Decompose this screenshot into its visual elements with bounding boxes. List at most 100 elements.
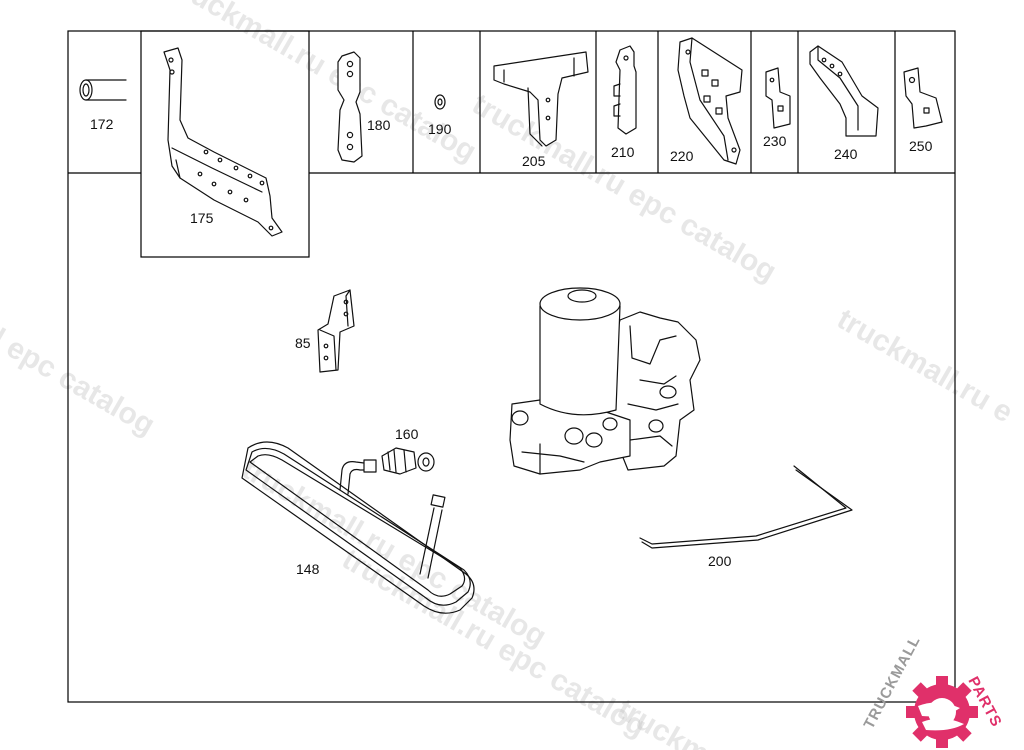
washer-inner — [437, 98, 443, 106]
coil-loop — [245, 447, 471, 606]
bracket-85-fold — [319, 289, 351, 371]
part-220-mount-plate[interactable] — [677, 37, 743, 165]
part-172-sleeve[interactable] — [79, 79, 127, 101]
part-label-160[interactable]: 160 — [395, 426, 419, 442]
base-port — [585, 432, 603, 448]
fitting-bore — [422, 457, 430, 467]
bracket-hole — [169, 69, 175, 75]
dryer-cartridge-body — [539, 305, 621, 416]
watermark-text: truckmall.ru epc catalog — [237, 452, 552, 653]
bracket-hole — [233, 165, 239, 171]
strap-tab — [613, 83, 621, 117]
coil-outlet — [339, 461, 373, 491]
base-port — [602, 417, 618, 431]
angle-bracket-outline — [809, 45, 879, 137]
z-bracket-slot — [923, 107, 930, 114]
part-240-angle-bracket[interactable] — [809, 45, 879, 137]
part-label-148[interactable]: 148 — [296, 561, 320, 577]
part-210-strap[interactable] — [613, 45, 637, 135]
small-bracket-outline — [765, 67, 791, 129]
part-175-bracket[interactable] — [163, 47, 283, 237]
fitting-body — [381, 447, 417, 475]
part-label-210[interactable]: 210 — [611, 144, 635, 160]
pipe-line — [641, 469, 853, 549]
angle-bracket-hole — [821, 57, 827, 63]
washer-outer — [434, 94, 446, 110]
mount-plate-hole — [731, 147, 737, 153]
sleeve-body — [85, 79, 127, 101]
part-200-pipe[interactable] — [639, 465, 853, 549]
part-230-bracket[interactable] — [765, 67, 791, 129]
part-85-bracket[interactable] — [317, 289, 355, 373]
part-label-240[interactable]: 240 — [834, 146, 858, 162]
valve-port — [648, 419, 664, 433]
t-bracket-outline — [493, 51, 589, 147]
sleeve-bore — [82, 83, 90, 97]
gear-icon — [906, 676, 978, 748]
watermark-text: truckm — [612, 692, 715, 750]
strap-outline — [615, 45, 637, 135]
part-label-220[interactable]: 220 — [670, 148, 694, 164]
part-label-190[interactable]: 190 — [428, 121, 452, 137]
part-205-t-bracket[interactable] — [493, 51, 589, 147]
small-bracket-slot — [777, 105, 784, 112]
part-148-coil-pipe[interactable] — [241, 441, 475, 614]
part-label-175[interactable]: 175 — [190, 210, 214, 226]
coil-riser — [419, 507, 443, 579]
part-label-250[interactable]: 250 — [909, 138, 933, 154]
bracket-hole — [227, 189, 233, 195]
part-250-z-bracket[interactable] — [903, 67, 943, 129]
watermark-text: truckmall.ru epc catalog — [337, 542, 652, 743]
part-label-200[interactable]: 200 — [708, 553, 732, 569]
plate-hole — [346, 70, 354, 78]
z-bracket-outline — [903, 67, 943, 129]
fitting-thread — [387, 449, 407, 473]
strap-hole — [623, 55, 629, 61]
mount-plate-flange — [689, 37, 729, 161]
valve-port — [659, 385, 677, 399]
coil-outlet — [347, 468, 373, 495]
bracket-hole — [217, 157, 223, 163]
mount-plate-slot — [711, 79, 719, 87]
part-190-washer[interactable] — [434, 94, 446, 110]
bracket-85-hole — [323, 355, 329, 361]
logo-text-parts: PARTS — [964, 674, 1005, 730]
bracket-85-outline — [317, 289, 355, 373]
part-label-85[interactable]: 85 — [295, 335, 311, 351]
dryer-cartridge-cap — [567, 289, 597, 303]
small-bracket-hole — [769, 77, 775, 83]
sleeve-end — [79, 79, 93, 101]
outer-frame — [67, 30, 956, 703]
pipe-line — [639, 465, 847, 545]
coil-nut — [430, 494, 446, 508]
watermark-text: truckmall.ru epc catalog — [167, 0, 482, 169]
fitting-end — [417, 452, 435, 472]
bracket-outline — [163, 47, 283, 237]
plate-outline — [337, 51, 363, 163]
angle-bracket-fold — [817, 45, 859, 131]
air-dryer-assembly[interactable] — [509, 287, 701, 475]
t-bracket-hole — [545, 97, 551, 103]
part-label-172[interactable]: 172 — [90, 116, 114, 132]
mount-plate-hole — [685, 49, 691, 55]
watermark-text: l epc catalog — [0, 322, 160, 441]
t-bracket-web — [503, 57, 575, 147]
bracket-85-hole — [343, 299, 349, 305]
part-160-fitting[interactable] — [381, 447, 435, 475]
cell-175 — [140, 30, 310, 258]
mount-plate-slot — [715, 107, 723, 115]
bracket-hole — [203, 149, 209, 155]
part-180-plate[interactable] — [337, 51, 363, 163]
part-label-230[interactable]: 230 — [763, 133, 787, 149]
angle-bracket-hole — [837, 71, 843, 77]
base-detail — [521, 443, 585, 475]
bracket-hole — [243, 197, 249, 203]
part-label-205[interactable]: 205 — [522, 153, 546, 169]
t-bracket-hole — [545, 115, 551, 121]
valve-detail — [627, 325, 679, 447]
part-label-180[interactable]: 180 — [367, 117, 391, 133]
watermark-text: truckmall.ru e — [832, 302, 1019, 429]
bracket-hole — [168, 57, 174, 63]
coil-loop — [249, 454, 466, 597]
